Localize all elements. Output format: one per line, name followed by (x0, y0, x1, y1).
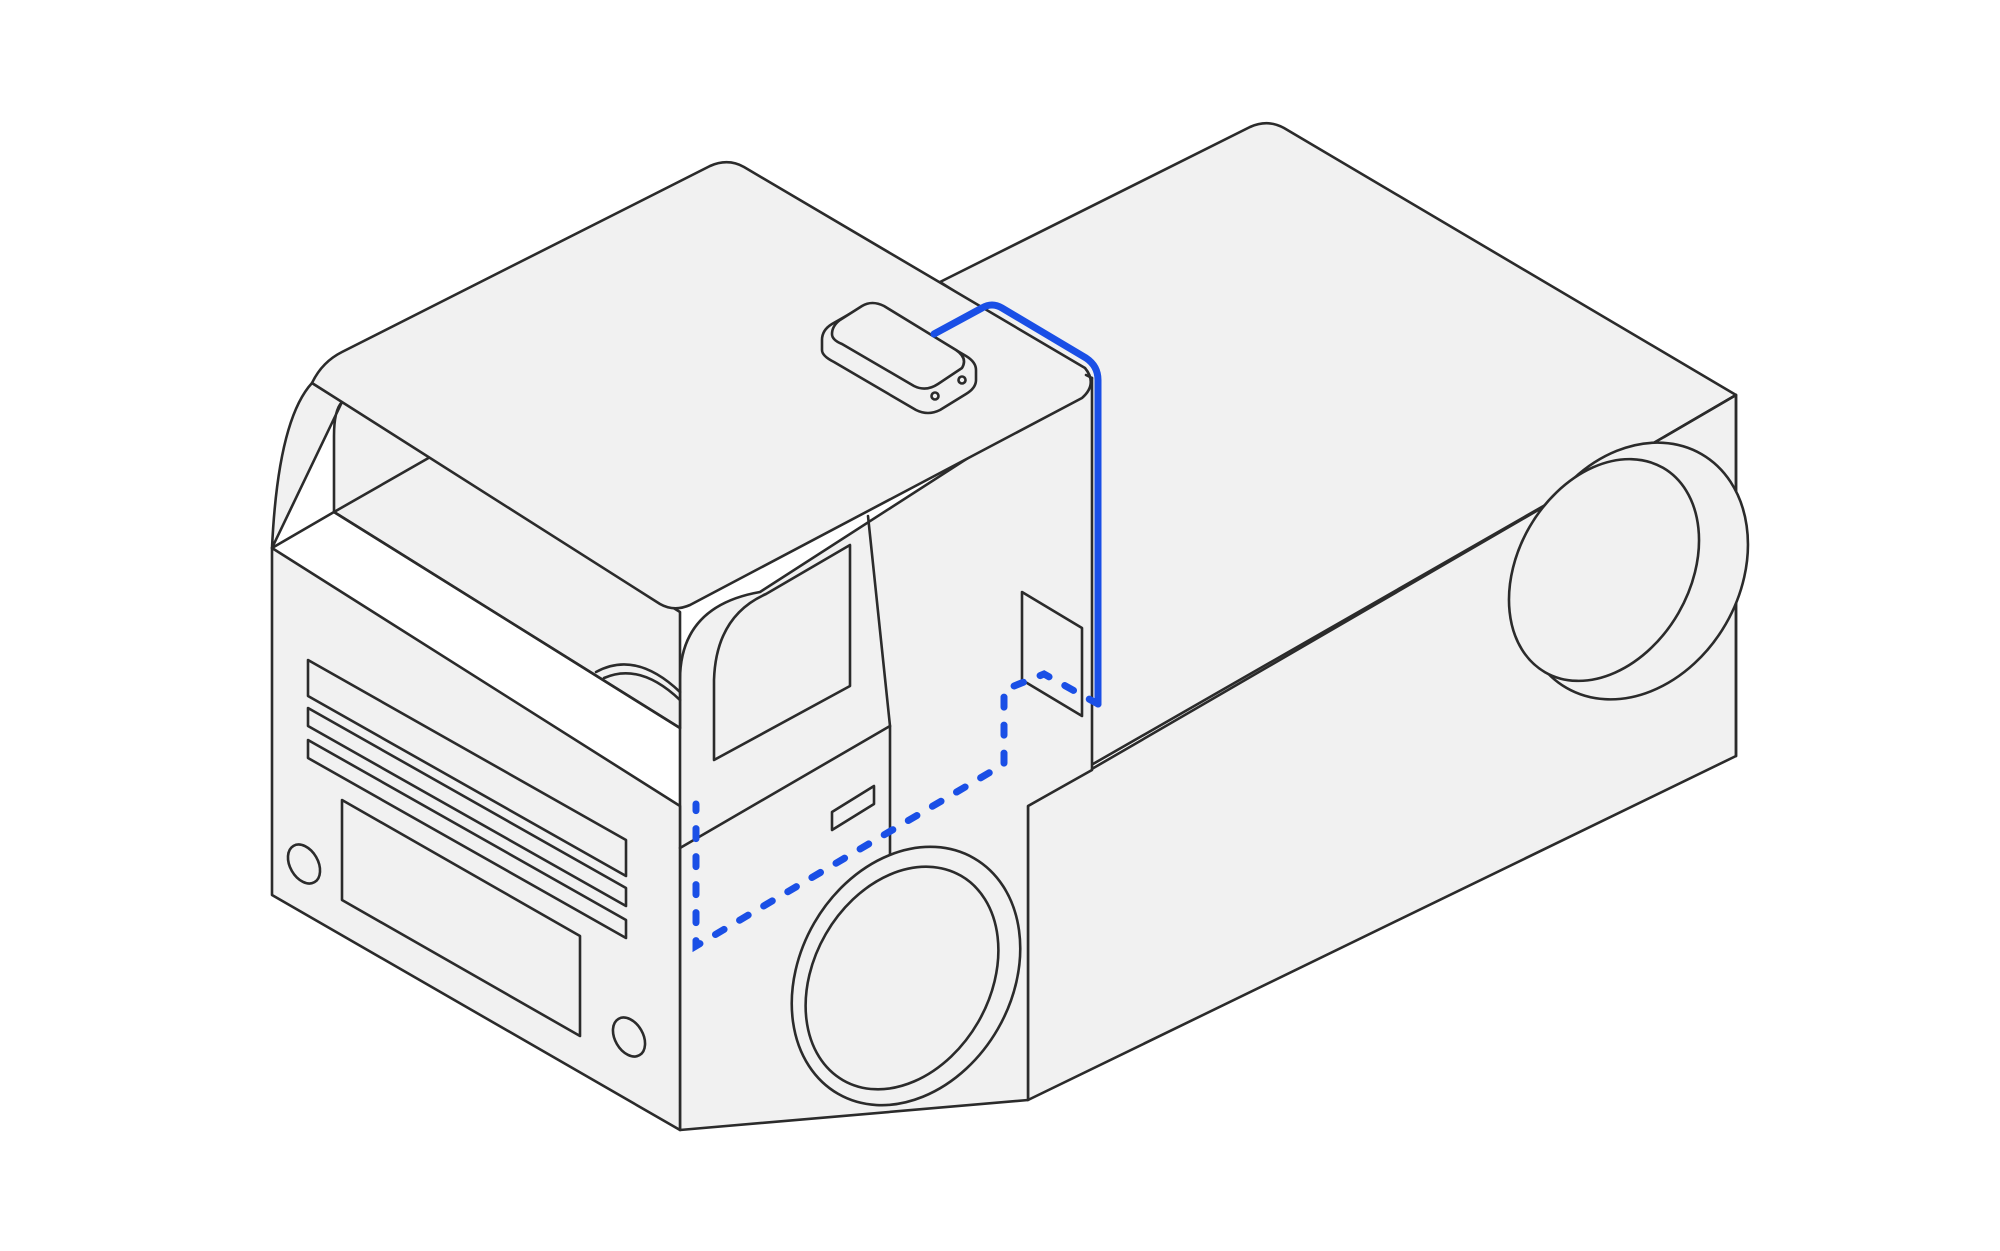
device-led-1 (930, 391, 940, 401)
cargo-box-edge (1662, 393, 1738, 758)
mirror-inner (602, 671, 682, 702)
hidden-cable (692, 670, 1102, 953)
windshield-edge (332, 454, 434, 514)
right-headlight (611, 1016, 647, 1058)
hood-edge (270, 510, 682, 730)
door-handle (830, 784, 876, 832)
cab-rear-edge (1084, 373, 1094, 380)
mirror-outer (594, 663, 682, 694)
device-top (830, 301, 966, 390)
device-led-2 (957, 375, 967, 385)
door-bottom (678, 724, 892, 850)
side-window (712, 543, 852, 762)
rear-wheel-rim (1507, 457, 1701, 683)
telematics-device (820, 301, 978, 415)
front-wheel-rim (804, 865, 1000, 1091)
left-headlight (286, 843, 322, 885)
visible-cable (930, 301, 1102, 708)
lower-front-panel (340, 798, 582, 1038)
grille-slat-3 (306, 738, 628, 940)
grille-slat-1 (306, 658, 628, 878)
cab-roof (310, 160, 1093, 610)
grille-slat-2 (306, 706, 628, 908)
